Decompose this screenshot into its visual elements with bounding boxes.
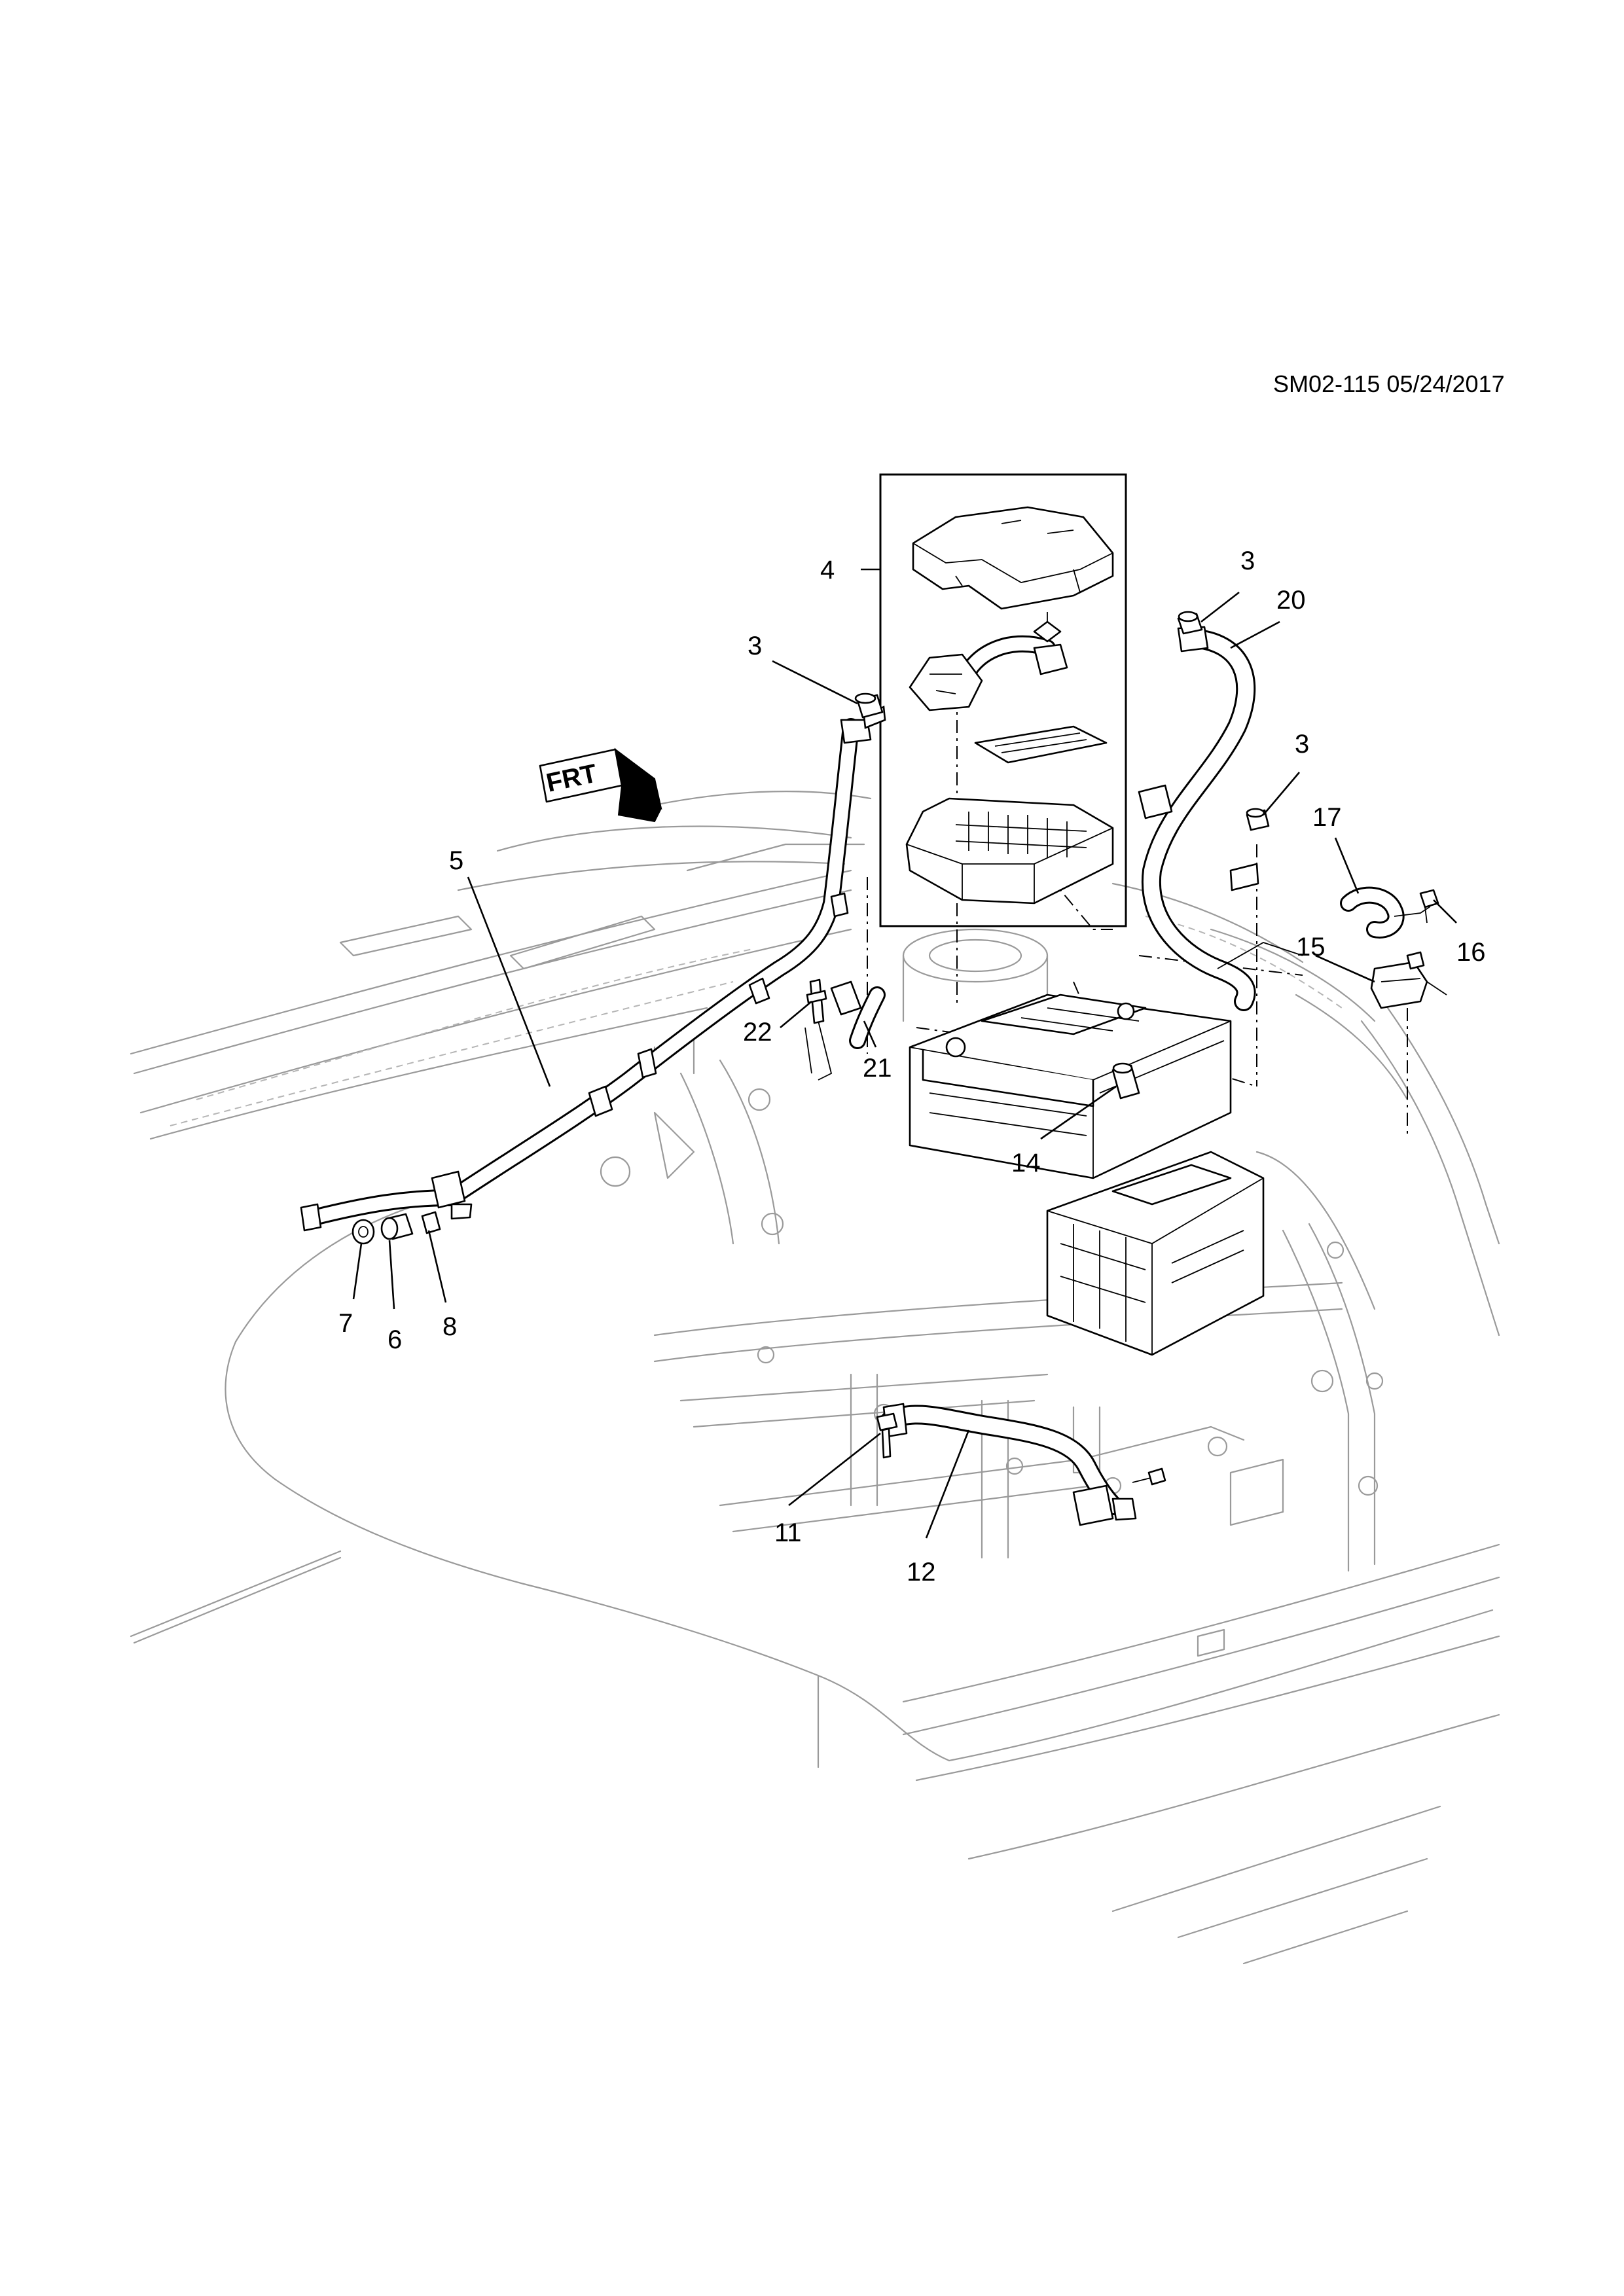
bolt-ground-right [1132,1467,1166,1486]
fuse-block-bus-plate [974,725,1108,764]
document-code: SM02-115 05/24/2017 [1273,370,1505,397]
callout-20: 20 [1276,586,1306,615]
callout-leaders [352,591,1457,1539]
sleeve-6 [380,1213,414,1240]
vehicle-body-outline [130,791,1500,1965]
fuse-block-cover [912,506,1114,610]
insulator-7 [352,1219,375,1245]
spacer-14 [1111,1062,1140,1100]
callout-12: 12 [907,1558,936,1587]
stud-22 [806,978,827,1024]
fuse-block-terminal-cable [909,612,1068,711]
callout-17: 17 [1312,803,1342,832]
front-arrow-icon: FRT [539,747,662,823]
wire-17 [1340,886,1431,939]
battery [909,994,1232,1179]
clip-21 [804,980,886,1081]
callout-labels: 3 4 3 20 3 17 15 16 5 22 21 14 7 6 8 11 … [338,547,1486,1587]
callout-14: 14 [1011,1149,1041,1177]
ground-cable-12 [880,1403,1137,1526]
nut-3-top-right [1177,611,1203,635]
callout-16: 16 [1456,938,1486,967]
nut-3-left [854,692,884,719]
positive-cable-5 [300,705,886,1232]
callout-21: 21 [863,1054,892,1083]
fuse-block-base [905,797,1114,905]
callout-3-top-right: 3 [1240,547,1255,575]
fuse-block-assembly-frame [861,473,1127,927]
callout-22: 22 [743,1018,772,1047]
callout-11: 11 [774,1518,802,1547]
nut-8 [421,1211,441,1234]
sensor-15 [1370,951,1447,1009]
callout-4: 4 [820,556,835,584]
cable-20 [1138,626,1303,1011]
nut-3-mid-right [1246,808,1270,831]
nut-16 [1419,889,1439,924]
callout-5: 5 [449,846,463,875]
bolt-11 [876,1412,898,1459]
underhood-fuse-block [1046,1151,1265,1356]
callout-3-left: 3 [748,632,762,660]
callout-8: 8 [442,1312,457,1341]
callout-7: 7 [338,1309,353,1338]
callout-6: 6 [388,1325,402,1354]
callout-15: 15 [1296,933,1326,961]
callout-3-mid-right: 3 [1295,730,1309,759]
